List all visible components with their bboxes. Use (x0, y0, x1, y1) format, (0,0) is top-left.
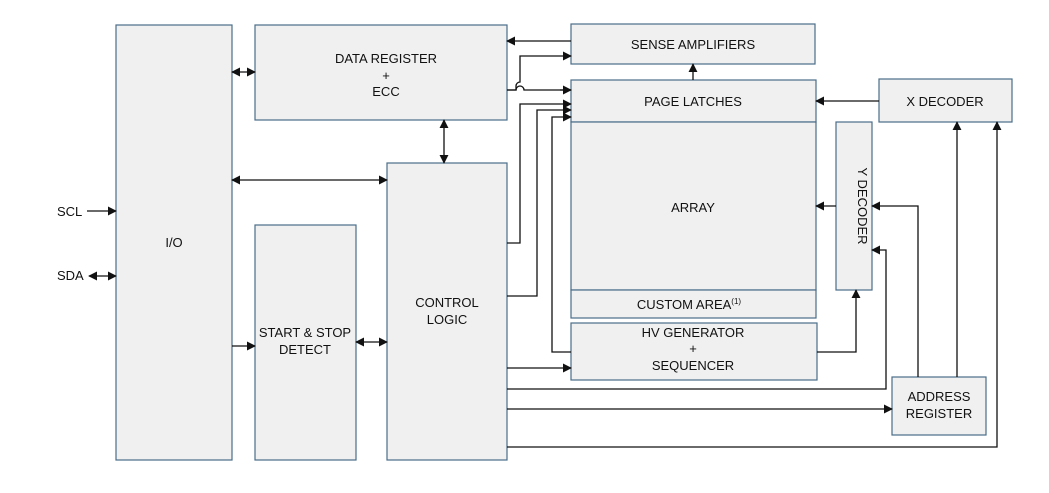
hv-generator-to-page-latches (551, 112, 572, 353)
start-stop-detect-block: START & STOP DETECT (254, 224, 357, 461)
address-register-label-line2: REGISTER (906, 406, 972, 421)
start-stop-detect-label-line2: DETECT (279, 342, 331, 357)
data-register-to-sense-amp (507, 51, 572, 91)
data-register-label-line3: ECC (372, 84, 399, 99)
custom-area-label: CUSTOM AREA(1) (637, 297, 742, 312)
y-decoder-block: Y DECODER (835, 121, 873, 291)
control-logic-to-x-decoder (507, 121, 1002, 448)
address-register-block: ADDRESS REGISTER (891, 376, 987, 436)
x-decoder-label: X DECODER (906, 94, 983, 109)
data-register-to-page-latches (507, 85, 571, 91)
sense-amplifiers-block: SENSE AMPLIFIERS (570, 23, 816, 65)
hv-generator-label-line1: HV GENERATOR (642, 325, 745, 340)
array-block: ARRAY (570, 121, 817, 291)
hv-generator-label-line2: + (689, 341, 697, 356)
sense-amplifiers-label: SENSE AMPLIFIERS (631, 37, 756, 52)
array-label: ARRAY (671, 200, 715, 215)
page-latches-label: PAGE LATCHES (644, 94, 742, 109)
hv-generator-label-line3: SEQUENCER (652, 358, 734, 373)
control-logic-to-y-decoder (507, 245, 887, 390)
hv-generator-block: HV GENERATOR + SEQUENCER (570, 322, 818, 381)
control-logic-to-page-latches-2 (507, 105, 572, 297)
io-block: I/O (115, 24, 233, 461)
data-register-label-line2: + (382, 68, 390, 83)
y-decoder-label: Y DECODER (855, 167, 870, 244)
data-register-label-line1: DATA REGISTER (335, 51, 437, 66)
x-decoder-block: X DECODER (878, 78, 1013, 123)
io-label: I/O (165, 235, 182, 250)
custom-area-block: CUSTOM AREA(1) (570, 289, 817, 319)
hv-generator-to-y-decoder (817, 289, 861, 353)
control-logic-label-line2: LOGIC (427, 312, 467, 327)
start-stop-detect-label-line1: START & STOP (259, 325, 351, 340)
address-register-label-line1: ADDRESS (908, 389, 971, 404)
address-register-to-y-decoder (871, 201, 919, 377)
control-logic-block: CONTROL LOGIC (386, 162, 508, 461)
sda-label: SDA (57, 268, 84, 283)
control-logic-to-page-latches-1 (507, 99, 572, 244)
custom-area-footnote: (1) (731, 297, 741, 306)
page-latches-block: PAGE LATCHES (570, 79, 817, 123)
data-register-block: DATA REGISTER + ECC (254, 24, 508, 121)
control-logic-label-line1: CONTROL (415, 295, 479, 310)
scl-label: SCL (57, 204, 82, 219)
